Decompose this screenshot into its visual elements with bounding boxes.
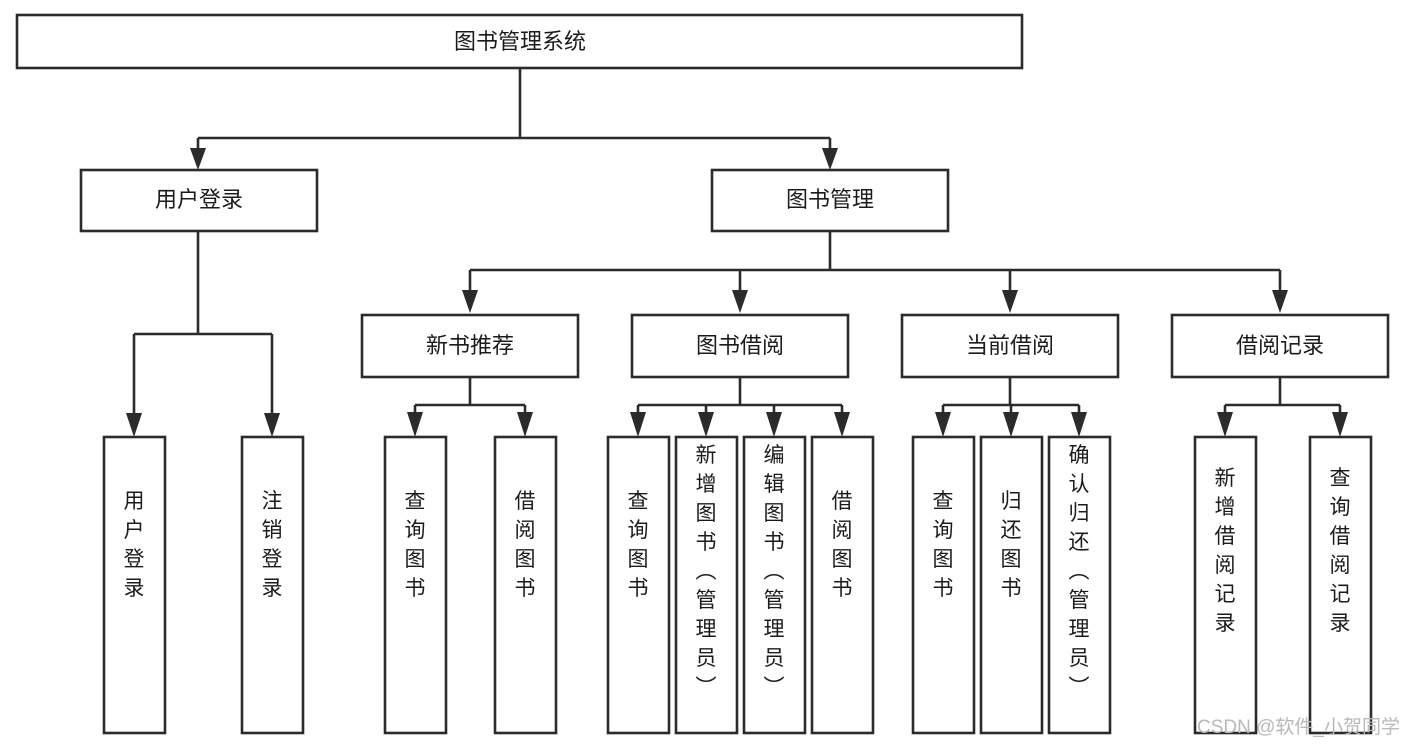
arrow-head-current-borrow-leaf3 <box>1071 412 1087 437</box>
leaf-cb-confirm-return-label: 确认归还︵管理员︶ <box>1069 444 1090 699</box>
arrow-head-new-book-leaf2 <box>517 412 533 437</box>
leaf-node[interactable]: 归还图书 <box>979 435 1044 735</box>
arrow-head-current-borrow-leaf2 <box>1003 412 1019 437</box>
node-book-borrow-box[interactable] <box>630 313 850 379</box>
leaf-bb-add-book-box[interactable] <box>674 435 739 735</box>
leaf-br-query-record-box[interactable] <box>1308 435 1373 735</box>
leaf-node[interactable]: 编辑图书︵管理员︶ <box>742 435 807 735</box>
arrow-head-book-mgmt <box>822 148 838 170</box>
node-book-management-box[interactable] <box>710 168 950 233</box>
leaf-node[interactable]: 查询图书 <box>606 435 671 735</box>
leaf-cb-query-book-label: 查询图书 <box>933 490 954 600</box>
arrow-head-user-login-leaf2 <box>264 413 280 437</box>
node-new-book-recommend[interactable]: 新书推荐 <box>360 313 580 379</box>
csdn-watermark: CSDN @软件_小贺同学 <box>1197 716 1400 738</box>
leaf-user-login-label: 用户登录 <box>124 490 145 600</box>
leaf-bb-edit-book-box[interactable] <box>742 435 807 735</box>
node-book-management[interactable]: 图书管理 <box>710 168 950 233</box>
node-new-book-recommend-label: 新书推荐 <box>426 333 514 358</box>
leaf-bb-query-book-box[interactable] <box>606 435 671 735</box>
arrow-head-book-borrow <box>732 290 748 313</box>
leaf-bb-add-book-label: 新增图书︵管理员︶ <box>696 444 717 699</box>
leaf-node[interactable]: 借阅图书 <box>810 435 875 735</box>
node-borrow-record-box[interactable] <box>1170 313 1390 379</box>
node-root-box[interactable] <box>15 13 1024 70</box>
leaf-node[interactable]: 查询图书 <box>911 435 976 735</box>
leaf-node[interactable]: 查询借阅记录 <box>1308 435 1373 735</box>
arrow-head-book-borrow-leaf3 <box>766 412 782 437</box>
arrow-head-borrow-record-leaf1 <box>1217 412 1233 437</box>
node-current-borrow[interactable]: 当前借阅 <box>900 313 1120 379</box>
arrow-head-user-login <box>190 148 206 170</box>
leaf-user-login-box[interactable] <box>102 435 167 735</box>
node-current-borrow-box[interactable] <box>900 313 1120 379</box>
leaf-nbr-borrow-book-box[interactable] <box>493 435 558 735</box>
leaf-nbr-query-book-label: 查询图书 <box>405 490 426 600</box>
leaf-bb-borrow-book-box[interactable] <box>810 435 875 735</box>
leaf-nbr-borrow-book-label: 借阅图书 <box>515 490 536 600</box>
arrow-head-borrow-record-leaf2 <box>1332 412 1348 437</box>
arrow-head-book-borrow-leaf4 <box>834 412 850 437</box>
node-user-login-box[interactable] <box>79 168 319 233</box>
leaf-cb-confirm-return-box[interactable] <box>1047 435 1112 735</box>
node-new-book-recommend-box[interactable] <box>360 313 580 379</box>
arrow-head-current-borrow <box>1002 290 1018 313</box>
leaf-bb-query-book-label: 查询图书 <box>628 490 649 600</box>
leaf-node[interactable]: 借阅图书 <box>493 435 558 735</box>
leaf-node[interactable]: 注销登录 <box>240 435 305 735</box>
leaf-node[interactable]: 用户登录 <box>102 435 167 735</box>
node-borrow-record[interactable]: 借阅记录 <box>1170 313 1390 379</box>
node-book-borrow-label: 图书借阅 <box>696 333 784 358</box>
node-user-login-label: 用户登录 <box>155 187 243 212</box>
leaf-cb-return-book-box[interactable] <box>979 435 1044 735</box>
connector-group <box>126 68 1348 437</box>
leaf-cb-return-book-label: 归还图书 <box>1001 490 1022 600</box>
leaf-node[interactable]: 确认归还︵管理员︶ <box>1047 435 1112 735</box>
arrow-head-book-borrow-leaf1 <box>630 412 646 437</box>
leaf-cb-query-book-box[interactable] <box>911 435 976 735</box>
leaf-bb-borrow-book-label: 借阅图书 <box>832 490 853 600</box>
node-book-management-label: 图书管理 <box>786 187 874 212</box>
leaf-br-add-record-label: 新增借阅记录 <box>1215 467 1236 635</box>
node-book-borrow[interactable]: 图书借阅 <box>630 313 850 379</box>
node-borrow-record-label: 借阅记录 <box>1236 333 1324 358</box>
node-user-login[interactable]: 用户登录 <box>79 168 319 233</box>
leaf-bb-edit-book-label: 编辑图书︵管理员︶ <box>764 444 785 699</box>
leaf-node[interactable]: 新增借阅记录 <box>1193 435 1258 735</box>
leaf-node[interactable]: 查询图书 <box>383 435 448 735</box>
node-root-label: 图书管理系统 <box>454 29 586 54</box>
node-root[interactable]: 图书管理系统 <box>15 13 1024 70</box>
leaf-node[interactable]: 新增图书︵管理员︶ <box>674 435 739 735</box>
leaf-logout-label: 注销登录 <box>262 490 283 600</box>
leaf-logout-box[interactable] <box>240 435 305 735</box>
leaf-br-query-record-label: 查询借阅记录 <box>1330 467 1351 635</box>
node-current-borrow-label: 当前借阅 <box>966 333 1054 358</box>
arrow-head-new-book <box>462 290 478 313</box>
arrow-head-new-book-leaf1 <box>407 412 423 437</box>
arrow-head-book-borrow-leaf2 <box>698 412 714 437</box>
leaf-br-add-record-box[interactable] <box>1193 435 1258 735</box>
arrow-head-borrow-record <box>1272 290 1288 313</box>
arrow-head-current-borrow-leaf1 <box>935 412 951 437</box>
leaf-nbr-query-book-box[interactable] <box>383 435 448 735</box>
arrow-head-user-login-leaf1 <box>126 413 142 437</box>
